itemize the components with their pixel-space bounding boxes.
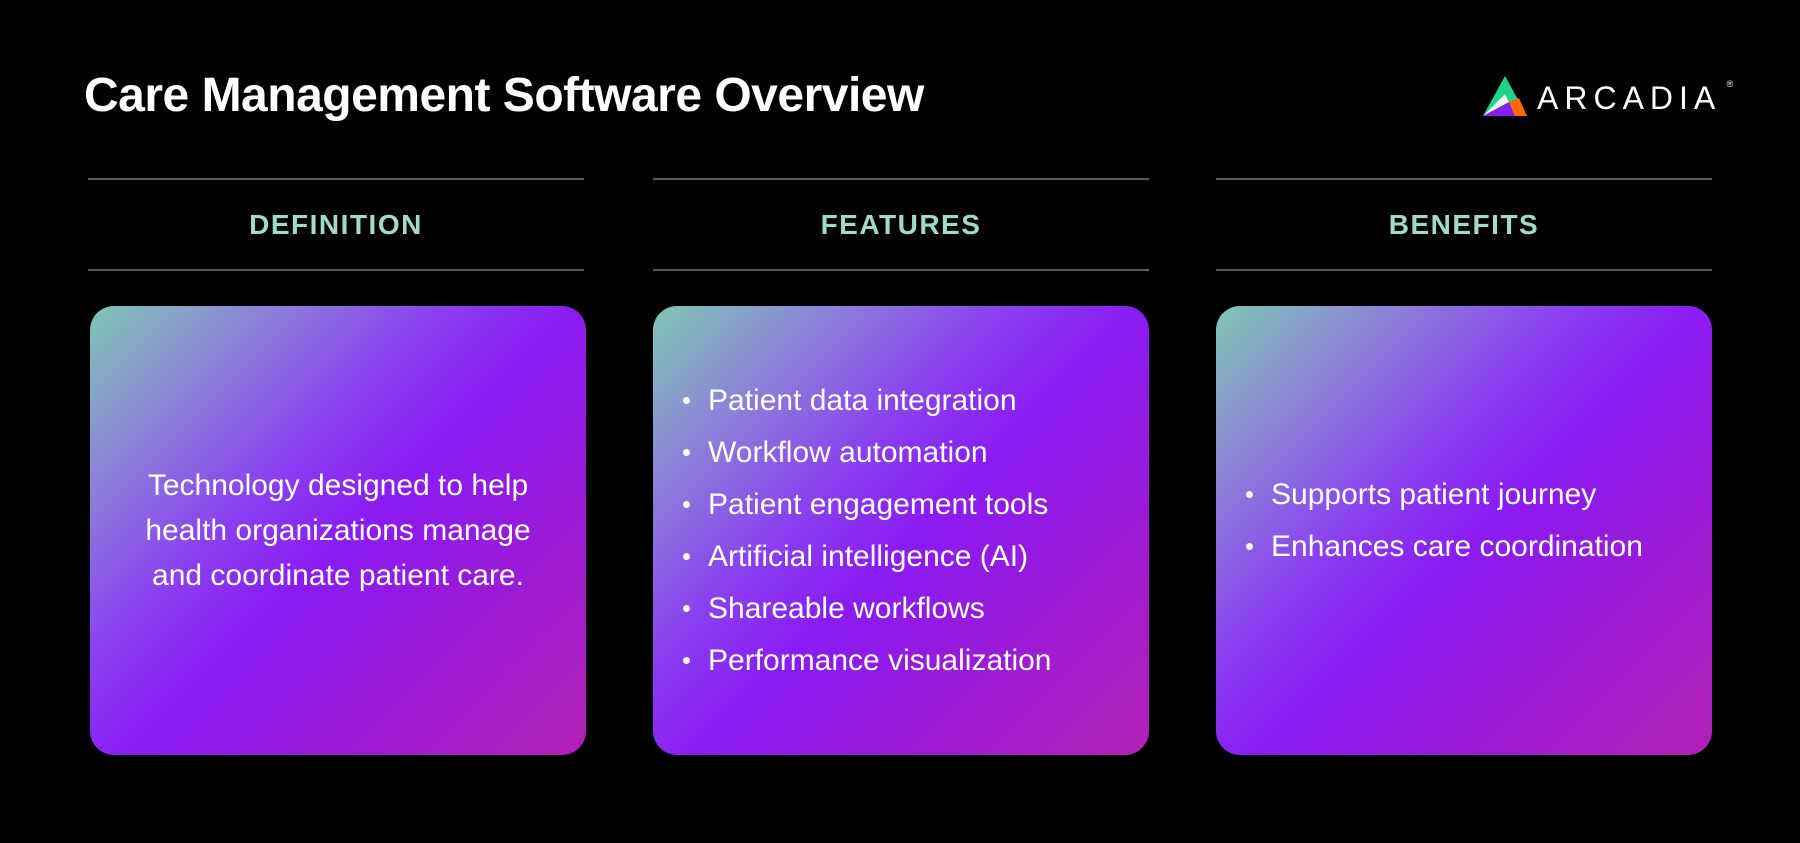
list-item: Performance visualization xyxy=(683,635,1149,687)
list-item-text: Artificial intelligence (AI) xyxy=(708,539,1029,573)
divider-bottom xyxy=(1216,269,1712,271)
list-item-text: Patient engagement tools xyxy=(708,487,1049,521)
features-card: Patient data integration Workflow automa… xyxy=(653,306,1149,755)
page-title: Care Management Software Overview xyxy=(84,69,924,122)
bullet-icon xyxy=(683,657,690,664)
divider-top xyxy=(88,178,584,180)
bullet-icon xyxy=(1246,491,1253,498)
features-column-header: FEATURES xyxy=(653,178,1149,271)
list-item-text: Patient data integration xyxy=(708,383,1017,417)
list-item: Artificial intelligence (AI) xyxy=(683,531,1149,583)
registered-mark: ® xyxy=(1726,79,1734,89)
list-item: Shareable workflows xyxy=(683,583,1149,635)
arcadia-triangle-logo-icon xyxy=(1483,76,1527,116)
list-item: Patient engagement tools xyxy=(683,479,1149,531)
features-list: Patient data integration Workflow automa… xyxy=(653,375,1149,687)
list-item-text: Shareable workflows xyxy=(708,591,985,625)
definition-column-header: DEFINITION xyxy=(88,178,584,271)
list-item: Supports patient journey xyxy=(1246,469,1712,521)
definition-heading: DEFINITION xyxy=(249,208,423,240)
divider-top xyxy=(1216,178,1712,180)
logo-wordmark: ARCADIA ® xyxy=(1537,80,1733,116)
logo-wordmark-text: ARCADIA xyxy=(1537,80,1722,116)
benefits-card: Supports patient journey Enhances care c… xyxy=(1216,306,1712,755)
bullet-icon xyxy=(683,553,690,560)
bullet-icon xyxy=(683,449,690,456)
list-item: Patient data integration xyxy=(683,375,1149,427)
definition-card: Technology designed to help health organ… xyxy=(90,306,586,755)
arcadia-logo: ARCADIA ® xyxy=(1483,74,1733,118)
bullet-icon xyxy=(683,501,690,508)
divider-bottom xyxy=(653,269,1149,271)
divider-top xyxy=(653,178,1149,180)
benefits-heading: BENEFITS xyxy=(1388,208,1540,240)
divider-bottom xyxy=(88,269,584,271)
list-item-text: Performance visualization xyxy=(708,643,1052,677)
list-item-text: Workflow automation xyxy=(708,435,988,469)
bullet-icon xyxy=(1246,543,1253,550)
list-item: Workflow automation xyxy=(683,427,1149,479)
list-item-text: Supports patient journey xyxy=(1271,477,1597,511)
benefits-column-header: BENEFITS xyxy=(1216,178,1712,271)
benefits-list: Supports patient journey Enhances care c… xyxy=(1216,469,1712,573)
bullet-icon xyxy=(683,605,690,612)
list-item: Enhances care coordination xyxy=(1246,521,1712,573)
definition-text: Technology designed to help health organ… xyxy=(145,469,531,592)
list-item-text: Enhances care coordination xyxy=(1271,529,1643,563)
features-heading: FEATURES xyxy=(820,208,982,240)
bullet-icon xyxy=(683,397,690,404)
